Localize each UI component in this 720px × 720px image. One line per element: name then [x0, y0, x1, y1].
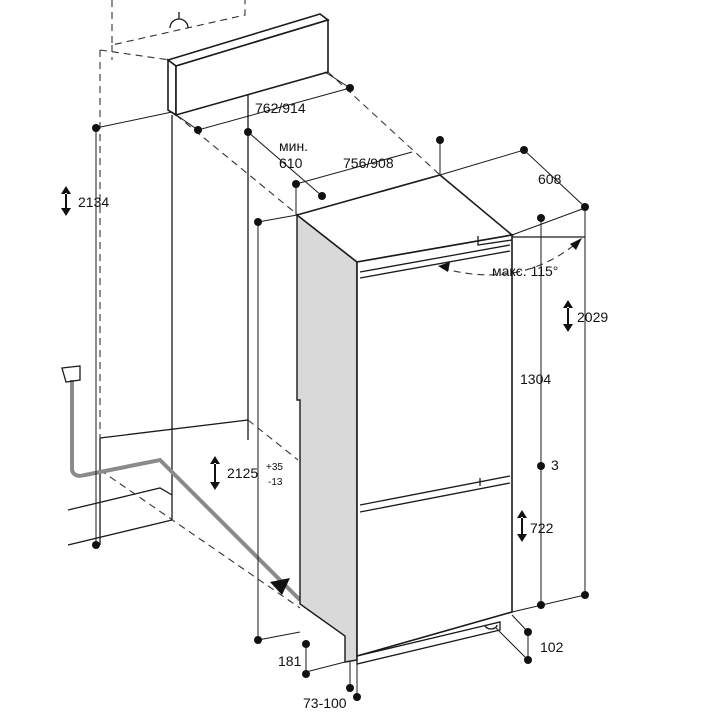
door-swing-indicator: [438, 236, 585, 276]
door-split: [359, 475, 511, 513]
label-niche-height-total: 2134: [78, 194, 109, 210]
label-appliance-depth: 608: [538, 171, 562, 187]
label-lower-door-height: 722: [530, 520, 554, 536]
fridge: [295, 174, 514, 665]
upper-handle: [477, 236, 513, 246]
water-hose: [61, 365, 302, 602]
label-niche-depth: 762/914: [255, 100, 306, 116]
water-tap-icon: [61, 365, 81, 383]
label-plinth-offset: 73-100: [303, 695, 347, 711]
label-tol-plus: +35: [266, 462, 283, 473]
label-door-angle: макс. 115°: [492, 263, 558, 279]
foot: [484, 624, 498, 630]
label-tol-minus: -13: [268, 477, 283, 488]
label-plinth-height: 181: [278, 653, 302, 669]
label-appliance-height: 2029: [577, 309, 608, 325]
label-niche-height: 2125: [227, 465, 258, 481]
flow-arrow-icon: [270, 578, 290, 595]
label-min-value: 610: [279, 155, 303, 171]
power-socket-outline: [111, 0, 246, 46]
height-arrow-icons: [61, 186, 573, 542]
upper-door-top: [359, 244, 511, 279]
label-cabinet-depth: 756/908: [343, 155, 394, 171]
label-upper-door-height: 1304: [520, 371, 551, 387]
socket-icon: [169, 12, 189, 29]
label-door-gap: 3: [551, 457, 559, 473]
dimension-lines: [92, 71, 589, 701]
label-plinth-depth: 102: [540, 639, 564, 655]
fridge-base: [356, 621, 501, 665]
label-min: мин.: [279, 138, 308, 154]
